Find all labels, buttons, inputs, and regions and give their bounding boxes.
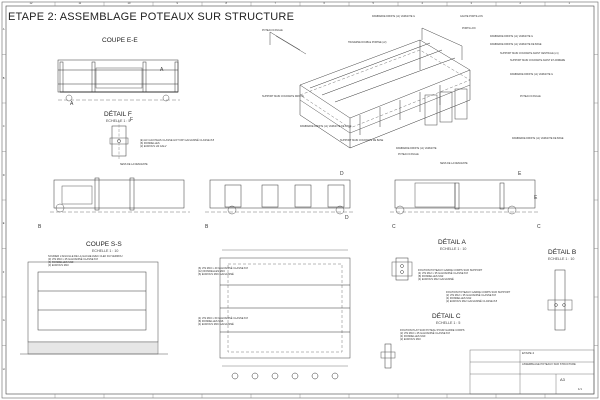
- grid-col-label: 8: [225, 1, 227, 5]
- section-letter: C: [537, 224, 541, 230]
- grid-col-label: 12: [29, 1, 33, 5]
- iso-callout: POTEAU D'ANGLE: [520, 95, 541, 98]
- grid-row-label: A: [2, 28, 5, 32]
- grid-col-label: 11: [78, 1, 82, 5]
- iso-callout: TRAVERSE DOUBLE PORTEE (x2): [348, 41, 387, 44]
- elevation-row: [50, 177, 540, 215]
- iso-callout: SUPPORT MAIN COURANTE AVANT ET ARRIERE: [510, 59, 566, 62]
- iso-callout: PORTILLON: [462, 27, 476, 30]
- iso-callout: GACHE PORTILLON: [460, 15, 483, 18]
- title-block-sheet: ETAPE 2: [522, 351, 535, 355]
- title-block-page: 1/1: [578, 387, 582, 391]
- plan-notes-bottom: (4) VIS M16 x 60 GALVANISÉ CLASSE 8.8(8)…: [198, 317, 248, 326]
- grid-row-label: G: [2, 319, 5, 323]
- title-block-name: ASSEMBLAGE POTEAUX SUR STRUCTURE: [522, 363, 576, 366]
- iso-callout: RAMBARDE DROITE (x1) VARIANTE DE BASE: [300, 125, 352, 128]
- detail-f-scale: ECHELLE 1 : 5: [106, 119, 131, 123]
- iso-callout: RAMBARDE DROITE (x1) VARIANTE G: [490, 35, 533, 38]
- detail-f-view: [109, 120, 129, 160]
- section-letter: A: [160, 67, 164, 73]
- iso-callout: RAMBARDE DROITE (x1) VARIANTE DE BASE: [512, 137, 564, 140]
- coupe-ss-view: [20, 261, 168, 355]
- grid-row-label: E: [2, 222, 5, 226]
- grid-col-label: 5: [372, 1, 374, 5]
- grid-col-label: 10: [127, 1, 131, 5]
- iso-callout: RAMBARDE DROITE (x1) VARIANTE G: [510, 73, 553, 76]
- coupe-ee-view: [57, 59, 180, 102]
- section-letter: E: [534, 195, 538, 201]
- section-letter: E: [518, 171, 522, 177]
- grid-row-label: F: [2, 270, 5, 274]
- iso-callout: RAMBARDE DROITE (x1) VARIANTE DE BASE: [490, 43, 542, 46]
- grid-col-label: 3: [470, 1, 472, 5]
- detail-a-view: [391, 257, 413, 281]
- grid-row-label: B: [2, 76, 5, 80]
- section-letter: B: [38, 224, 42, 230]
- sens-descente-label: SENS DE LA DESCENTE: [120, 163, 148, 166]
- section-letter: A: [70, 101, 74, 107]
- plan-view: [219, 249, 351, 380]
- iso-callout: SUPPORT MAIN COURANTE DROITE: [262, 95, 304, 98]
- plan-notes-top: (6) VIS M16 x 40 GALVANISÉ CLASSE 8.8(12…: [198, 267, 248, 276]
- detail-c-notes: FIXATION PLAT SUR POTEAU POUR GARDE CORP…: [400, 329, 465, 341]
- section-letter: F: [130, 117, 134, 123]
- detail-b-view: [547, 269, 573, 331]
- detail-a-notes: FIXATION POTEAUX GARDE CORPS SUR SUPPORT…: [418, 269, 483, 281]
- detail-b-scale: ECHELLE 1 : 10: [548, 257, 575, 261]
- section-letter: D: [345, 215, 349, 221]
- isometric-view: [269, 27, 471, 149]
- detail-a-label: DÉTAIL A: [438, 239, 466, 246]
- grid-col-label: 7: [274, 1, 276, 5]
- inner-border: [5, 5, 595, 395]
- detail-f-label: DÉTAIL F: [104, 111, 132, 118]
- grid-col-label: 1: [568, 1, 570, 5]
- title-block: [469, 349, 595, 395]
- grid-col-label: 4: [421, 1, 423, 5]
- section-letter: C: [392, 224, 396, 230]
- iso-callout: SUPPORT MAIN COURANTE DE BASE: [340, 139, 384, 142]
- sens-descente-label-2: SENS DE LA DESCENTE: [440, 162, 468, 165]
- detail-b-label: DÉTAIL B: [548, 249, 577, 256]
- detail-c-label: DÉTAIL C: [432, 313, 461, 320]
- grid-col-label: 2: [519, 1, 521, 5]
- grid-row-label: H: [2, 367, 5, 371]
- drawing-title: ETAPE 2: ASSEMBLAGE POTEAUX SUR STRUCTUR…: [8, 11, 295, 23]
- grid-row-label: C: [2, 125, 5, 129]
- grid-col-label: 6: [323, 1, 325, 5]
- detail-a-scale: ECHELLE 1 : 10: [440, 247, 467, 251]
- detail-f-notes: (E) H3 1x10 PEHS CLASSE HOT DIP GALVANIS…: [140, 139, 215, 148]
- section-letter: B: [205, 224, 209, 230]
- iso-callout: RAMBARDE DROITE (x1) VARIANTE G: [372, 15, 415, 18]
- coupe-ss-label: COUPE S-S: [86, 241, 122, 248]
- grid-row-label: D: [2, 173, 5, 177]
- coupe-ss-notes: SOUDER L'AIGUILLE DE LA GACHE AVEC CLEF …: [48, 255, 123, 267]
- detail-b-notes: FIXATION POTEAUX GARDE CORPS SUR SUPPORT…: [446, 291, 511, 303]
- detail-c-scale: ECHELLE 1 : 5: [436, 321, 461, 325]
- coupe-ee-label: COUPE E-E: [102, 37, 138, 44]
- grid-col-label: 9: [176, 1, 178, 5]
- coupe-ss-scale: ECHELLE 1 : 10: [92, 249, 119, 253]
- detail-c-view: [380, 343, 396, 369]
- iso-callout: RAMBARDE DROITE (x1) VARIANTE: [396, 147, 437, 150]
- iso-callout: SUPPORT MAIN COURANTE AVANT CENTRALE (x1…: [500, 52, 559, 55]
- iso-callout: POTEAU D'ANGLE: [262, 29, 283, 32]
- title-block-format: A3: [560, 377, 565, 382]
- iso-callout: POTEAU D'ANGLE: [398, 153, 419, 156]
- section-letter: D: [340, 171, 344, 177]
